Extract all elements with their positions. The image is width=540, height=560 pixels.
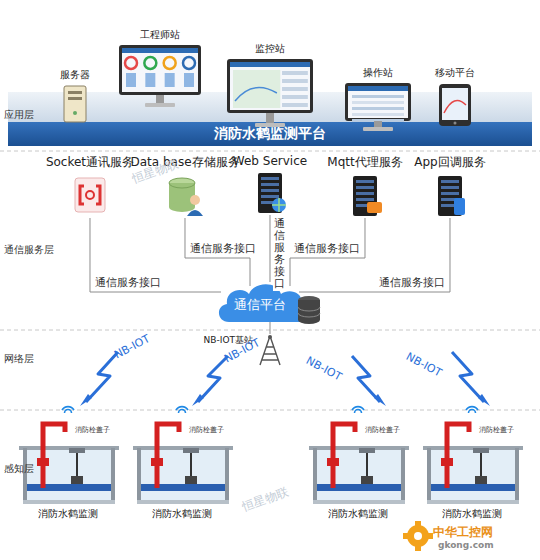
node-label: Socket通讯服务 (46, 154, 134, 171)
node-icon (430, 174, 470, 218)
node-label: Web Service (233, 154, 307, 168)
node-icon (70, 174, 110, 218)
hydrant-label: 消防水鹤监测 (38, 507, 98, 521)
service-connector (269, 215, 270, 282)
app-service: App回调服务 (414, 154, 485, 218)
part-callout: 消防栓盖子 (75, 425, 110, 435)
node-icon (345, 174, 385, 218)
watermark: 中华工控网 (433, 524, 493, 541)
database-service: Data base存储服务 (130, 154, 239, 218)
node-label: 监控站 (255, 42, 285, 56)
mqtt-service: Mqtt代理服务 (327, 154, 402, 218)
watermark: gkong.com (438, 540, 494, 550)
link-type: NB-IOT (304, 354, 344, 383)
edge-label: 通信服务接口 (293, 243, 361, 256)
bolt-heads (80, 394, 490, 406)
node-label: App回调服务 (414, 154, 485, 171)
monitor-station: 监控站 (227, 42, 313, 127)
part-callout: 消防栓盖子 (479, 425, 514, 435)
tower-icon (255, 334, 285, 366)
node-label: 操作站 (363, 66, 393, 80)
hydrant-label: 消防水鹤监测 (152, 507, 212, 521)
node-icon (438, 83, 472, 127)
node-icon (250, 171, 290, 215)
layer-name: 通信服务层 (4, 243, 54, 257)
server-station: 服务器 (60, 68, 90, 123)
wifi-icons (62, 407, 478, 413)
comm-cloud: 通信平台 (215, 280, 325, 324)
edge-label: 通信服务接口 (94, 277, 162, 290)
web-service: Web Service (233, 154, 307, 215)
watermark-gear (403, 521, 433, 551)
node-icon (165, 174, 205, 218)
service-connector (270, 322, 271, 334)
edge-label: 通信服务接口 (378, 277, 446, 290)
layer-name: 感知层 (4, 462, 34, 476)
hydrant-label: 消防水鹤监测 (328, 507, 388, 521)
mobile-platform: 移动平台 (435, 66, 475, 127)
node-icon (61, 85, 89, 123)
edge-label: 通信服务接口 (189, 243, 257, 256)
edge-label: 通信服务接口 (273, 218, 286, 291)
layer-separators (0, 151, 540, 410)
link-type: NB-IOT (112, 332, 152, 361)
service-connector (290, 218, 365, 286)
operator-station: 操作站 (345, 66, 411, 131)
node-label: 服务器 (60, 68, 90, 82)
node-label: Mqtt代理服务 (327, 154, 402, 171)
node-icon (227, 59, 313, 127)
node-icon (119, 45, 201, 107)
cloud-label: 通信平台 (234, 290, 286, 314)
watermark: 恒星物联 (240, 484, 291, 516)
socket-service: Socket通讯服务 (46, 154, 134, 218)
node-label: 工程师站 (140, 28, 180, 42)
platform-title: 消防水鹤监测平台 (214, 125, 326, 143)
part-callout: 消防栓盖子 (365, 425, 400, 435)
layer-name: 网络层 (4, 352, 34, 366)
hydrant-label: 消防水鹤监测 (442, 507, 502, 521)
engineer-station: 工程师站 (119, 28, 201, 107)
link-type: NB-IOT (404, 350, 444, 379)
node-icon (345, 83, 411, 131)
part-callout: 消防栓盖子 (189, 425, 224, 435)
node-label: 移动平台 (435, 66, 475, 80)
layer-name: 应用层 (4, 108, 34, 122)
